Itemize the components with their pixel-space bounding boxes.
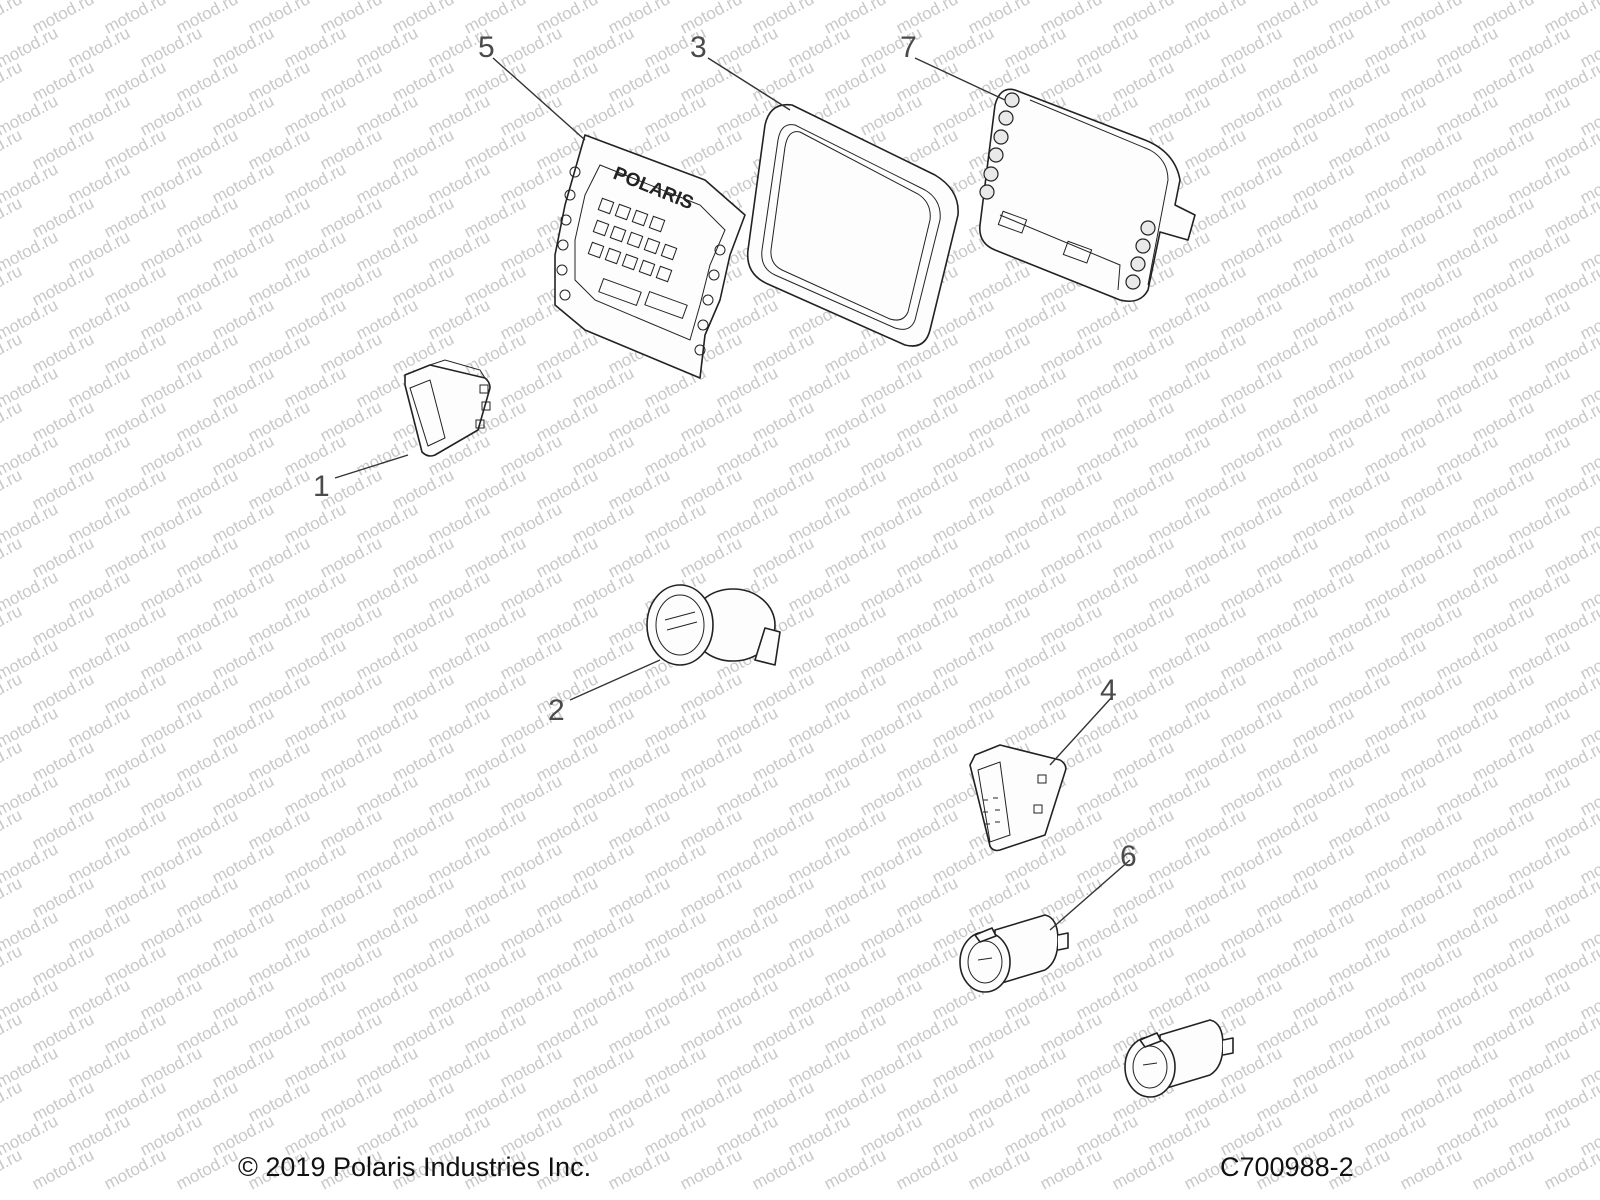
- watermark-text: motod.ru: [0, 941, 25, 989]
- watermark-text: motod.ru: [0, 465, 25, 513]
- watermark-text: motod.ru: [0, 737, 25, 785]
- callout-5: 5: [478, 31, 495, 64]
- watermark-text: motod.ru: [0, 1145, 25, 1193]
- watermark-text: motod.ru: [1541, 1145, 1600, 1193]
- watermark-text: motod.ru: [821, 1145, 889, 1193]
- watermark-text: motod.ru: [605, 1145, 673, 1193]
- callout-3: 3: [690, 31, 707, 64]
- watermark-text: motod.ru: [677, 1145, 745, 1193]
- callout-7: 7: [900, 31, 917, 64]
- copyright-notice: © 2019 Polaris Industries Inc.: [238, 1152, 592, 1182]
- callout-4: 4: [1100, 674, 1117, 707]
- callout-1: 1: [313, 470, 330, 503]
- watermark-text: motod.ru: [0, 329, 25, 377]
- watermark-text: motod.ru: [0, 873, 25, 921]
- watermark-text: motod.ru: [1469, 1145, 1537, 1193]
- watermark-text: motod.ru: [101, 1145, 169, 1193]
- watermark-text: motod.ru: [893, 1145, 961, 1193]
- watermark-text: motod.ru: [173, 1145, 241, 1193]
- watermark-text: motod.ru: [0, 125, 25, 173]
- watermark-text: motod.ru: [0, 261, 25, 309]
- watermark-text: motod.ru: [1109, 1145, 1177, 1193]
- watermark-text: motod.ru: [0, 805, 25, 853]
- watermark-text: motod.ru: [0, 1077, 25, 1125]
- watermark-text: motod.ru: [0, 0, 25, 38]
- callout-6: 6: [1120, 840, 1137, 873]
- watermark-text: motod.ru: [0, 397, 25, 445]
- watermark-text: motod.ru: [1397, 1145, 1465, 1193]
- watermark-text: motod.ru: [0, 57, 25, 105]
- watermark-text: motod.ru: [0, 533, 25, 581]
- watermark-text: motod.ru: [0, 601, 25, 649]
- watermark-text: motod.ru: [0, 669, 25, 717]
- watermark-text: motod.ru: [1577, 0, 1600, 4]
- watermark-text: motod.ru: [29, 1145, 97, 1193]
- callout-2: 2: [548, 694, 565, 727]
- watermark-text: motod.ru: [749, 1145, 817, 1193]
- watermark-text: motod.ru: [1037, 1145, 1105, 1193]
- figure-id: C700988-2: [1220, 1152, 1354, 1182]
- watermark-text: motod.ru: [0, 193, 25, 241]
- part-2-ignition-switch: [646, 584, 781, 666]
- watermark-text: motod.ru: [0, 1009, 25, 1057]
- watermark-text: motod.ru: [965, 1145, 1033, 1193]
